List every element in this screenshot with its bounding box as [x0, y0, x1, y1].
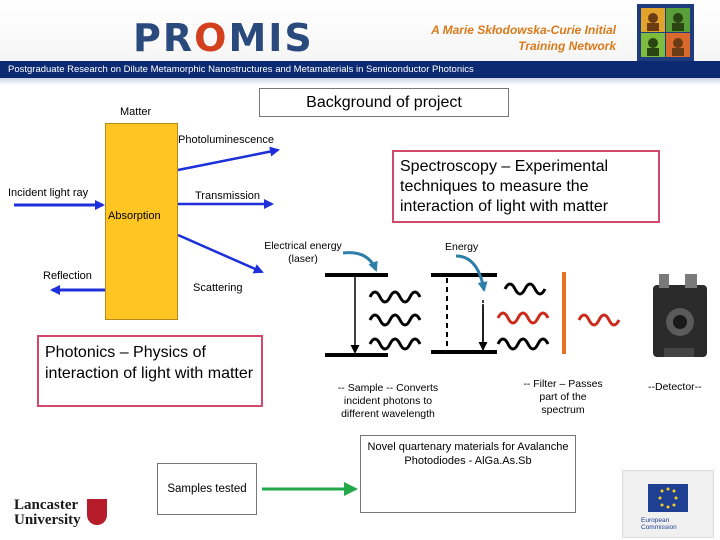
- absorption-label: Absorption: [108, 210, 161, 222]
- banner-text: Postgraduate Research on Dilute Metamorp…: [0, 61, 720, 78]
- photodetector-icon: [653, 274, 707, 357]
- reflection-label: Reflection: [43, 270, 92, 282]
- lancaster-shield-icon: [87, 499, 107, 525]
- samples-tested-box: Samples tested: [157, 463, 257, 515]
- incident-light-label: Incident light ray: [8, 187, 89, 199]
- photoluminescence-label: Photoluminescence: [178, 134, 275, 146]
- detector-description: --Detector--: [648, 381, 702, 393]
- electrical-energy-label: Electrical energy (laser): [264, 240, 342, 265]
- header-ribbon: [0, 78, 720, 85]
- marie-curie-logo-icon: [641, 8, 690, 57]
- background-title-box: Background of project: [259, 88, 509, 117]
- promis-logo: PROMIS: [133, 16, 314, 60]
- scattering-label: Scattering: [193, 282, 243, 294]
- photonics-box: Photonics – Physics of interaction of li…: [37, 335, 263, 407]
- sample-description: -- Sample -- Converts incident photons t…: [337, 382, 439, 420]
- matter-label: Matter: [120, 106, 152, 118]
- matter-block: [105, 123, 178, 320]
- novel-materials-box: Novel quartenary materials for Avalanche…: [360, 435, 576, 513]
- spectroscopy-box: Spectroscopy – Experimental techniques t…: [392, 150, 660, 223]
- filter-description: -- Filter – Passes part of the spectrum: [523, 378, 603, 416]
- marie-curie-actions-badge: [637, 4, 694, 68]
- energy-label: Energy: [445, 241, 479, 253]
- transmission-label: Transmission: [195, 190, 260, 202]
- eu-flag-icon: [648, 484, 688, 512]
